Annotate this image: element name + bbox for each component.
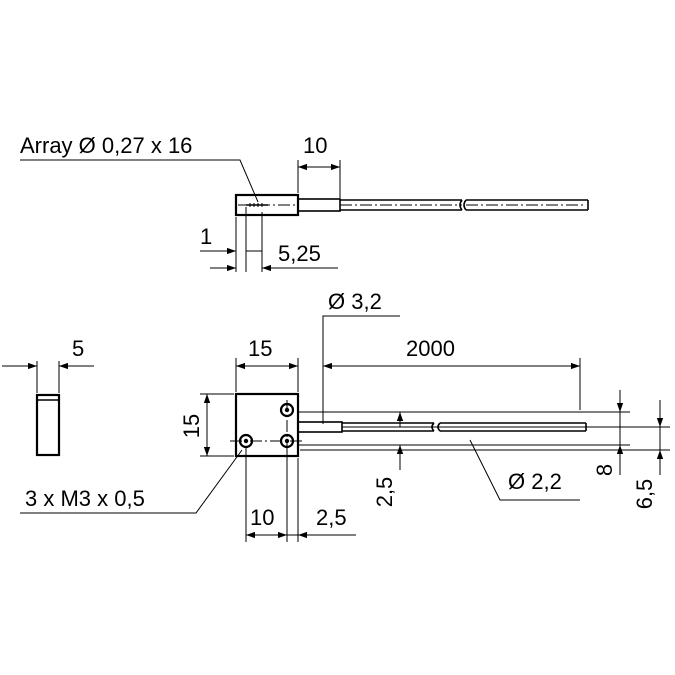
- dim-8-label: 8: [592, 464, 617, 476]
- top-cable-break-left: [459, 199, 463, 211]
- dia-32-label: Ø 3,2: [328, 289, 382, 314]
- dim-15w-label: 15: [248, 336, 272, 361]
- m3-hole-bottom-right: [279, 433, 295, 449]
- dim-15h-label: 15: [179, 414, 204, 438]
- dia-22-leader: [469, 439, 580, 501]
- dim-25h-label: 2,5: [316, 505, 347, 530]
- dim-10-label: 10: [303, 133, 327, 158]
- array-label: Array Ø 0,27 x 16: [20, 133, 192, 158]
- fiber-array-marks: [246, 203, 268, 207]
- dia-22-label: Ø 2,2: [508, 469, 562, 494]
- top-cable-break-right: [463, 199, 467, 211]
- top-view: Array Ø 0,27 x 16 10: [20, 133, 589, 272]
- array-leader: [20, 159, 259, 203]
- top-sleeve: [297, 198, 341, 212]
- dim-525-label: 5,25: [278, 241, 321, 266]
- dim-1-label: 1: [200, 224, 212, 249]
- front-sleeve: [297, 421, 343, 433]
- dia-32-leader: [322, 315, 400, 424]
- dim-25v-label: 2,5: [372, 477, 397, 508]
- dim-5-label: 5: [72, 336, 84, 361]
- dim-2000-label: 2000: [406, 336, 455, 361]
- m3-hole-bottom-left: [238, 433, 254, 449]
- dim-65-label: 6,5: [632, 479, 657, 510]
- side-view: 5: [2, 336, 94, 457]
- front-view: 15 2000 Ø 3,2 15 3 x M3 x 0,5 10 2,5 2,5: [20, 289, 670, 542]
- m3-hole-top: [279, 402, 295, 418]
- holes-leader: [20, 449, 243, 514]
- holes-label: 3 x M3 x 0,5: [25, 486, 145, 511]
- side-body: [35, 393, 61, 457]
- dim-10b-label: 10: [250, 505, 274, 530]
